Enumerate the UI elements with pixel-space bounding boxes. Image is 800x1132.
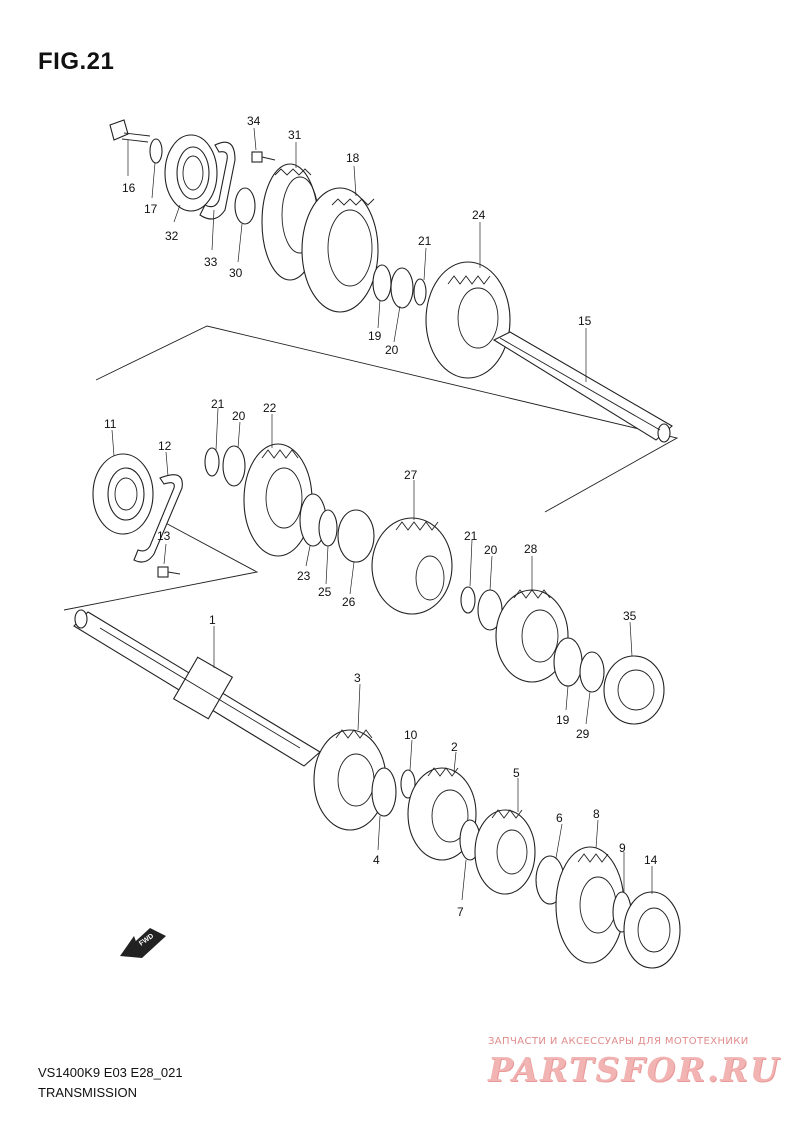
callout-10: 10 bbox=[404, 728, 418, 742]
callout-32: 32 bbox=[165, 229, 179, 243]
callout-29: 29 bbox=[576, 727, 590, 741]
figure-title: FIG.21 bbox=[38, 48, 115, 75]
bearing-11 bbox=[92, 453, 154, 535]
callout-5: 5 bbox=[513, 766, 520, 780]
callout-18: 18 bbox=[346, 151, 360, 165]
callout-21-mid: 21 bbox=[211, 397, 225, 411]
callout-28: 28 bbox=[524, 542, 538, 556]
callout-15: 15 bbox=[578, 314, 592, 328]
circlip-30 bbox=[234, 187, 256, 225]
retainer-12 bbox=[133, 474, 183, 563]
circlip-21-top bbox=[413, 278, 427, 306]
callout-34: 34 bbox=[247, 114, 261, 128]
callout-2: 2 bbox=[451, 740, 458, 754]
bearing-14 bbox=[623, 891, 681, 969]
callout-4: 4 bbox=[373, 853, 380, 867]
callout-17: 17 bbox=[144, 202, 158, 216]
circlip-10 bbox=[400, 769, 416, 799]
callout-13: 13 bbox=[157, 529, 171, 543]
callout-20-mid: 20 bbox=[232, 409, 246, 423]
callout-6: 6 bbox=[556, 811, 563, 825]
gear-2 bbox=[407, 767, 477, 861]
gear-5 bbox=[474, 809, 536, 895]
callout-16: 16 bbox=[122, 181, 136, 195]
callout-9: 9 bbox=[619, 841, 626, 855]
washer-20-top bbox=[390, 267, 414, 309]
callout-3: 3 bbox=[354, 671, 361, 685]
callout-27: 27 bbox=[404, 468, 418, 482]
callout-22: 22 bbox=[263, 401, 277, 415]
model-code: VS1400K9 E03 E28_021 bbox=[38, 1065, 183, 1080]
screw-34 bbox=[251, 151, 276, 163]
bearing-32 bbox=[164, 134, 218, 212]
callout-1: 1 bbox=[209, 613, 216, 627]
bushing-19-low bbox=[553, 637, 583, 687]
washer-29 bbox=[579, 651, 605, 693]
callout-21-top: 21 bbox=[418, 234, 432, 248]
callout-12: 12 bbox=[158, 439, 172, 453]
callout-20-low: 20 bbox=[484, 543, 498, 557]
callout-19-top: 19 bbox=[368, 329, 382, 343]
callout-31: 31 bbox=[288, 128, 302, 142]
gear-24 bbox=[425, 261, 511, 379]
callout-23: 23 bbox=[297, 569, 311, 583]
bushing-19-top bbox=[372, 264, 392, 302]
driveshaft-1 bbox=[73, 609, 321, 767]
callout-19-low: 19 bbox=[556, 713, 570, 727]
circlip-21-low bbox=[460, 586, 476, 614]
washer-25 bbox=[318, 509, 338, 547]
washer-17 bbox=[149, 138, 163, 164]
callout-8: 8 bbox=[593, 807, 600, 821]
retainer-33 bbox=[199, 141, 236, 220]
countershaft-15 bbox=[492, 331, 673, 443]
washer-20-mid bbox=[222, 445, 246, 487]
callout-7: 7 bbox=[457, 905, 464, 919]
callouts: 16 17 32 33 34 30 31 18 21 19 20 24 15 bbox=[104, 114, 658, 919]
callout-20-top: 20 bbox=[385, 343, 399, 357]
callout-35: 35 bbox=[623, 609, 637, 623]
diagram-caption: TRANSMISSION bbox=[38, 1085, 137, 1100]
bearing-35 bbox=[603, 655, 665, 725]
bolt-16 bbox=[109, 119, 151, 143]
group-outline-countershaft bbox=[95, 325, 679, 513]
gear-27 bbox=[371, 517, 453, 615]
callout-21-low: 21 bbox=[464, 529, 478, 543]
gear-18 bbox=[301, 187, 379, 313]
callout-11: 11 bbox=[104, 417, 117, 431]
watermark-tagline: ЗАПЧАСТИ И АКСЕССУАРЫ ДЛЯ МОТОТЕХНИКИ bbox=[488, 1036, 749, 1047]
group-outline-driveshaft bbox=[63, 519, 259, 611]
callout-33: 33 bbox=[204, 255, 218, 269]
bolt-13 bbox=[157, 566, 181, 578]
callout-26: 26 bbox=[342, 595, 356, 609]
circlip-21-mid bbox=[204, 447, 220, 477]
callout-24: 24 bbox=[472, 208, 486, 222]
callout-25: 25 bbox=[318, 585, 332, 599]
lock-washer-26 bbox=[337, 509, 375, 563]
callout-14: 14 bbox=[644, 853, 658, 867]
bushing-4 bbox=[371, 767, 397, 817]
callout-30: 30 bbox=[229, 266, 243, 280]
gear-22 bbox=[243, 443, 313, 557]
fwd-arrow-icon: FWD bbox=[120, 928, 166, 958]
watermark-logo: PARTSFOR.RU bbox=[488, 1050, 781, 1089]
